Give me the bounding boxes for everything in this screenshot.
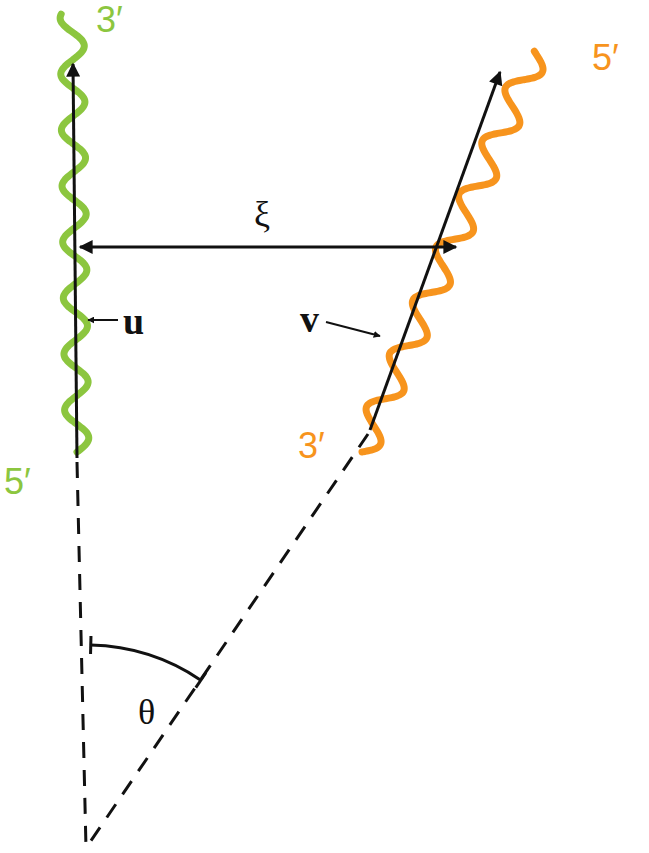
arc-tick [89, 636, 92, 654]
vector-symbol: v [300, 300, 319, 338]
strand-end-label: 5′ [4, 464, 31, 500]
distance-symbol: ξ [254, 196, 270, 232]
distance-arrow [80, 246, 456, 249]
angle-arc [91, 645, 201, 680]
strand-axis [73, 64, 77, 458]
arc-tick [196, 673, 206, 688]
strand-end-label: 3′ [298, 428, 325, 464]
strand-axis [370, 72, 500, 430]
pointer-arrow [326, 322, 380, 336]
dashed-extension [86, 434, 368, 848]
strand-end-label: 3′ [96, 2, 123, 38]
angle-symbol: θ [138, 694, 155, 730]
strand-end-label: 5′ [592, 40, 619, 76]
strand-wave [362, 51, 543, 452]
dashed-extension [77, 462, 86, 848]
vector-symbol: u [123, 302, 144, 340]
pointer-arrow [88, 319, 118, 321]
